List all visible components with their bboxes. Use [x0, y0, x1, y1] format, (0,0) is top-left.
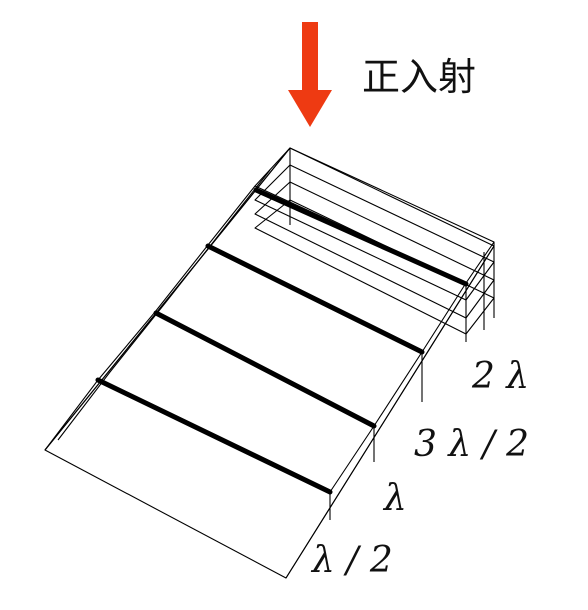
arrow-shaft [302, 22, 318, 94]
arrow-head-icon [288, 90, 332, 127]
left-slope-edge [44, 147, 291, 451]
slope-wire-3 [97, 379, 375, 493]
slope-wire-2 [154, 311, 423, 427]
fringe-line-2 [205, 243, 425, 355]
thickness-label-2lambda: 2 λ [471, 356, 529, 397]
thickness-label-lambda-half: λ / 2 [310, 540, 393, 581]
thickness-label-lambda: λ [382, 478, 407, 519]
fringe-group [95, 187, 469, 495]
front-slope-edge [285, 245, 495, 579]
fringe-line-4 [95, 377, 333, 495]
fringe-line-3 [153, 310, 377, 429]
left-rib-2 [97, 185, 256, 381]
left-rib-1 [44, 379, 99, 451]
thickness-label-3lambda-half: 3 λ / 2 [414, 424, 529, 465]
fringe-line-1 [253, 187, 469, 287]
wedge-wireframe [44, 147, 495, 579]
left-rib-3 [57, 169, 271, 441]
incident-label: 正入射 [362, 55, 476, 99]
incident-arrow [288, 22, 332, 127]
